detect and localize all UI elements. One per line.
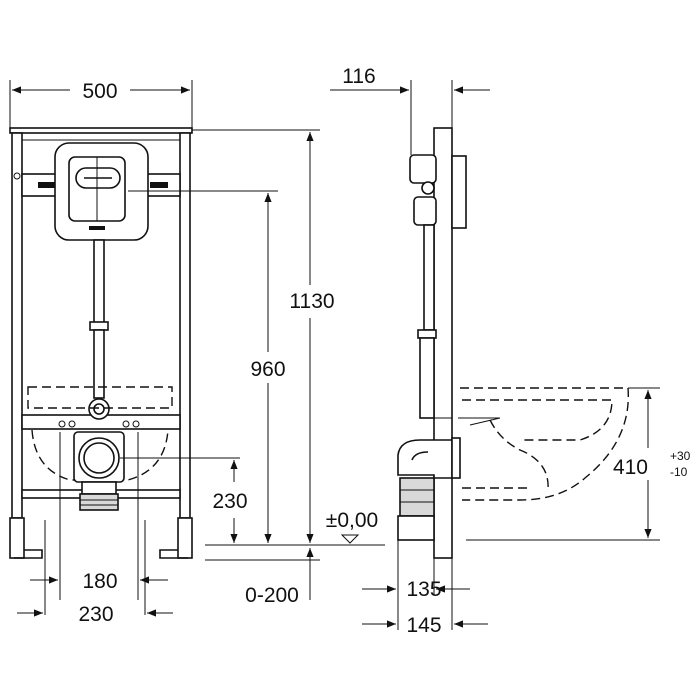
drain-connector — [58, 420, 140, 511]
adjustment-range-dimension: 0-200 — [245, 584, 299, 607]
bowl-tolerance-plus: +30 — [670, 449, 691, 463]
bowl-height-dimension: 410 — [613, 456, 648, 479]
bolt-spacing-dimension: 180 — [82, 570, 117, 593]
bowl-outline — [27, 386, 173, 481]
bowl-tolerance-minus: -10 — [670, 465, 688, 479]
front-view: 500 1130 960 230 180 230 — [9, 80, 385, 626]
side-view: 116 ±0,00 0-200 135 145 410 +30 -10 — [205, 65, 691, 637]
side-drain — [397, 437, 461, 541]
total-height-dimension: 1130 — [289, 290, 334, 313]
bolt-spacing-outer-dimension: 230 — [78, 603, 113, 626]
drain-height-dimension: 230 — [212, 490, 247, 513]
floor-level-label: ±0,00 — [326, 509, 378, 532]
pipe-depth-dimension: 135 — [406, 578, 441, 601]
side-bowl-outline — [458, 387, 630, 501]
frame-depth-dimension: 145 — [406, 614, 441, 637]
flush-pipe — [88, 239, 110, 420]
width-dimension: 500 — [82, 80, 117, 103]
actuator-height-dimension: 960 — [250, 358, 285, 381]
depth-dimension: 116 — [342, 65, 375, 88]
flush-plate — [54, 142, 149, 241]
